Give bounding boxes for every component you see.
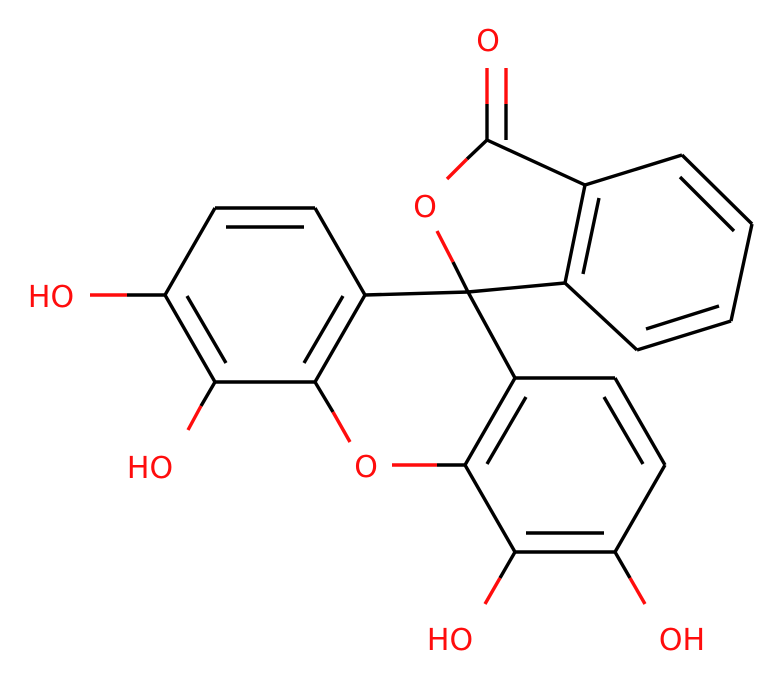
bond: [613, 551, 632, 579]
bond: [313, 294, 367, 383]
bond: [163, 207, 217, 296]
bond: [613, 464, 667, 553]
bond: [678, 175, 736, 233]
bond: [185, 295, 228, 364]
bond: [463, 377, 517, 466]
bond: [199, 381, 217, 407]
hydroxyl-left-upper-label: HO: [28, 280, 74, 315]
bond: [483, 577, 502, 605]
bond: [613, 377, 667, 466]
bond: [463, 464, 517, 553]
bond: [313, 381, 335, 413]
hydroxyl-bottom-left-label: HO: [427, 623, 473, 658]
bond: [636, 319, 732, 352]
bond: [467, 281, 566, 294]
atom-labels: O O O HO HO HO OH: [28, 24, 705, 658]
bond-group: [163, 138, 754, 554]
bond: [486, 138, 586, 187]
hydroxyl-left-lower-label: HO: [127, 451, 173, 486]
oxygen-bond-group: [90, 68, 647, 605]
bond: [331, 411, 352, 443]
bond: [364, 290, 469, 297]
lactone-oxygen-label: O: [413, 190, 437, 225]
bond: [602, 396, 645, 465]
bond: [313, 207, 367, 296]
bond: [302, 295, 345, 364]
bond: [485, 396, 528, 465]
hydroxyl-bottom-right-label: OH: [659, 623, 705, 658]
bond: [451, 261, 470, 293]
bond: [163, 294, 217, 383]
bond: [584, 153, 683, 187]
bond: [465, 138, 489, 161]
bond: [563, 184, 587, 284]
bond: [186, 405, 203, 431]
bond: [563, 281, 639, 352]
bond: [498, 551, 517, 579]
bond: [729, 223, 754, 322]
bond: [628, 577, 647, 605]
bond: [445, 157, 469, 181]
bond: [466, 291, 517, 379]
bond: [435, 230, 455, 263]
bond: [680, 153, 754, 226]
carbonyl-oxygen-label: O: [476, 24, 500, 59]
xanthene-oxygen-label: O: [354, 450, 378, 485]
bond: [581, 197, 601, 275]
bond: [645, 304, 720, 331]
